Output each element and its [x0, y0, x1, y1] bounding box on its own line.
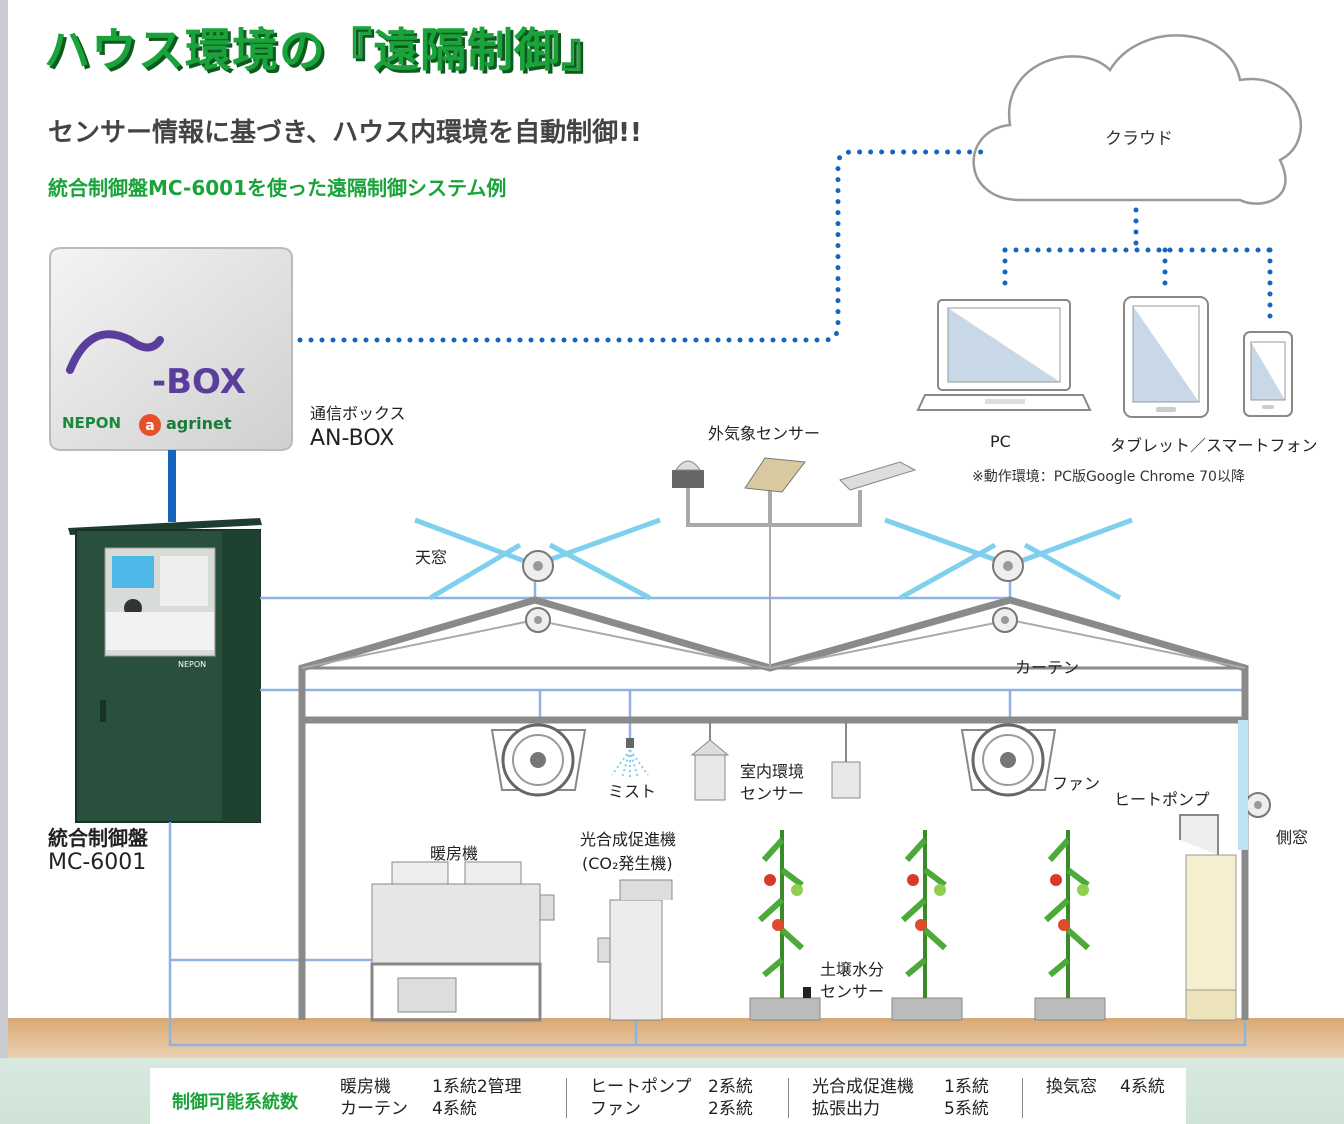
mist-label: ミスト	[608, 782, 657, 801]
heat-pump-graphic	[1179, 814, 1237, 1021]
photosynthesis-label-1: 光合成促進機	[580, 830, 677, 849]
side-window	[1238, 720, 1248, 850]
tomato-plant-1	[749, 830, 821, 1021]
anbox-logo-text: -BOX	[152, 362, 246, 402]
table-value: 5系統	[944, 1099, 989, 1119]
anbox-cable	[168, 450, 176, 522]
table-item: カーテン	[340, 1099, 408, 1119]
side-window-label: 側窓	[1276, 828, 1309, 847]
soil-sensor-label-2: センサー	[820, 982, 885, 1001]
tomato-plant-3	[1034, 830, 1106, 1021]
tablet-graphic	[1123, 296, 1209, 418]
table-divider	[566, 1078, 567, 1118]
table-heading: 制御可能系統数	[172, 1092, 298, 1113]
pc-label: PC	[990, 432, 1011, 451]
table-item: 拡張出力	[812, 1099, 880, 1119]
tomato-plants	[749, 830, 1106, 1021]
anbox-model: AN-BOX	[310, 426, 395, 451]
control-wires	[168, 570, 1247, 1047]
heat-pump-label: ヒートポンプ	[1114, 790, 1210, 809]
mist-nozzle-graphic	[611, 738, 649, 780]
fan-graphic-left	[490, 723, 587, 797]
smartphone-graphic	[1243, 331, 1293, 417]
system-example-caption: 統合制御盤MC-6001を使った遠隔制御システム例	[48, 176, 507, 200]
mc6001-label: 統合制御盤	[48, 826, 148, 850]
tablet-smartphone-label: タブレット／スマートフォン	[1110, 436, 1318, 455]
page-title: ハウス環境の『遠隔制御』	[44, 23, 608, 77]
outdoor-sensor-devices	[672, 457, 917, 493]
indoor-sensor-label-1: 室内環境	[740, 762, 805, 781]
anbox-label: 通信ボックス	[310, 404, 406, 423]
page-subtitle: センサー情報に基づき、ハウス内環境を自動制御!!	[48, 118, 642, 148]
heater-label: 暖房機	[430, 844, 479, 863]
table-value: 4系統	[432, 1099, 477, 1119]
heater-graphic	[370, 861, 555, 1022]
outdoor-sensor-label: 外気象センサー	[708, 424, 821, 443]
table-value: 1系統	[944, 1077, 989, 1097]
mc6001-panel-graphic	[68, 518, 262, 823]
table-value: 4系統	[1120, 1077, 1165, 1097]
outdoor-sensor-graphic	[686, 488, 862, 527]
tomato-plant-2	[891, 830, 963, 1021]
table-item: ヒートポンプ	[590, 1077, 692, 1097]
nepon-logo: NEPON	[62, 414, 122, 432]
skylight-label: 天窓	[415, 548, 448, 567]
indoor-sensor-graphic	[690, 720, 861, 801]
co2-generator-graphic	[597, 879, 673, 1021]
skylight-windows	[414, 517, 1133, 601]
pc-graphic	[916, 299, 1092, 411]
fan-label: ファン	[1052, 774, 1101, 793]
svg-text:a: a	[145, 418, 154, 434]
network-dotted-lines	[297, 149, 1273, 343]
table-item: 暖房機	[340, 1077, 391, 1097]
greenhouse-trusses	[301, 470, 1246, 669]
fan-graphic-right	[960, 723, 1057, 797]
table-item: 換気窓	[1046, 1077, 1097, 1097]
an-box-graphic: a	[49, 247, 293, 451]
control-capacity-table	[150, 1068, 1186, 1124]
photosynthesis-label-2: (CO₂発生機)	[582, 854, 673, 873]
skylight-motors	[522, 550, 1271, 818]
indoor-sensor-label-2: センサー	[740, 784, 805, 803]
left-edge-strip	[0, 0, 8, 1124]
mc6001-model: MC-6001	[48, 850, 147, 875]
cloud-label: クラウド	[1105, 129, 1173, 149]
cloud-shape	[972, 34, 1303, 205]
soil-sensor-label-1: 土壌水分	[820, 960, 885, 979]
environment-note: ※動作環境：PC版Google Chrome 70以降	[972, 469, 1245, 485]
table-value: 2系統	[708, 1099, 753, 1119]
table-value: 1系統2管理	[432, 1077, 522, 1097]
panel-brand: NEPON	[178, 660, 207, 669]
curtain-label: カーテン	[1015, 658, 1080, 677]
table-item: ファン	[590, 1099, 641, 1119]
table-value: 2系統	[708, 1077, 753, 1097]
table-divider	[1022, 1078, 1023, 1118]
table-divider	[788, 1078, 789, 1118]
table-item: 光合成促進機	[812, 1077, 914, 1097]
agrinet-logo: agrinet	[166, 414, 232, 433]
